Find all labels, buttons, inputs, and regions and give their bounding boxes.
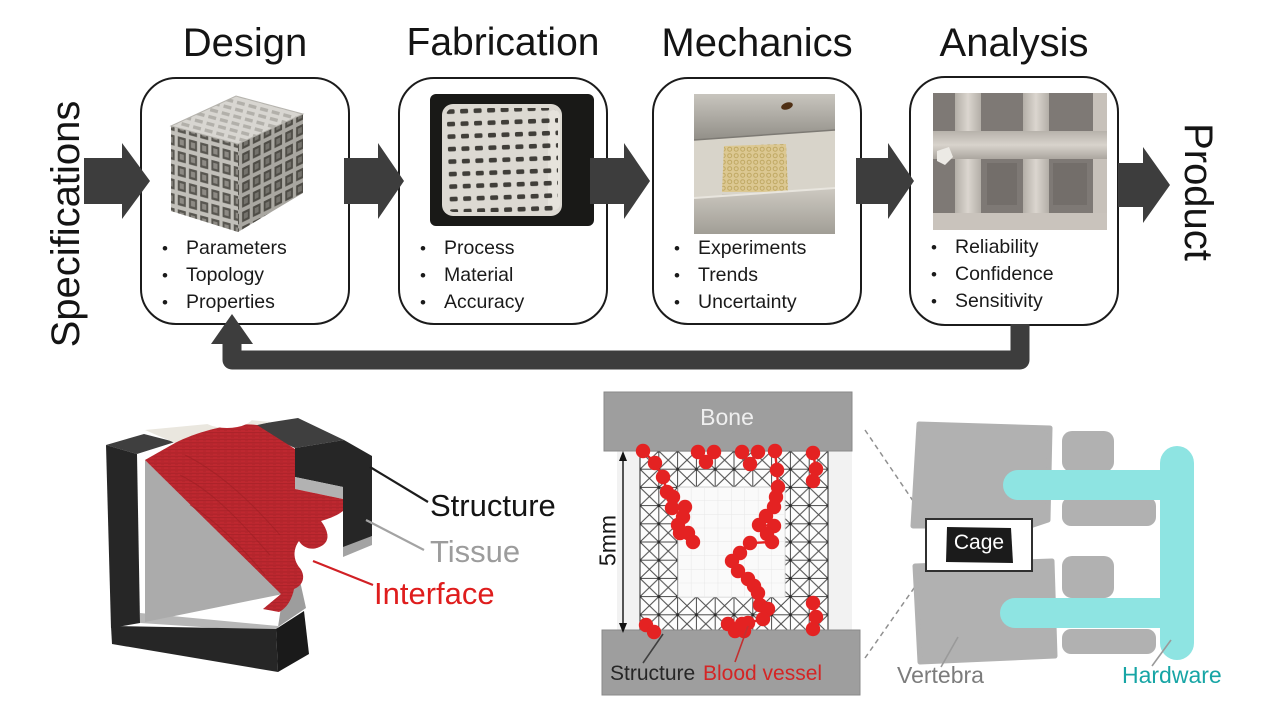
vertebra-shapes — [910, 421, 1156, 665]
printed-lattice-image — [430, 94, 594, 226]
bullet-icon: • — [162, 266, 168, 285]
bullet-icon: • — [420, 266, 426, 285]
list-item: • Uncertainty — [674, 291, 854, 318]
bottom-bone-bar — [601, 629, 861, 696]
bullet-label: Experiments — [698, 237, 807, 259]
stage-title-mechanics: Mechanics — [661, 21, 853, 65]
bone-lattice-diagram — [601, 391, 861, 696]
stage-title-analysis: Analysis — [939, 21, 1089, 65]
feedback-loop-line — [222, 324, 1030, 370]
bone-bar — [603, 391, 853, 452]
tissue-leader-line — [365, 519, 425, 551]
bullet-icon: • — [931, 238, 937, 257]
list-item: • Properties — [162, 291, 342, 318]
specifications-label: Specifications — [44, 100, 88, 348]
bullet-label: Sensitivity — [955, 290, 1043, 312]
lattice-closeup-image — [933, 93, 1107, 230]
interface-label: Interface — [374, 576, 495, 611]
list-item: • Trends — [674, 264, 854, 291]
bullet-label: Trends — [698, 264, 758, 286]
bullet-label: Uncertainty — [698, 291, 797, 313]
structure-leader-line — [369, 466, 429, 503]
hardware-label: Hardware — [1122, 662, 1222, 688]
arrow-right-icon — [856, 143, 914, 219]
structure-legend-label: Structure — [610, 662, 696, 685]
cage-block — [946, 527, 1013, 563]
stage-box-mechanics: • Experiments • Trends • Uncertainty — [652, 77, 862, 325]
cage-label: Cage — [953, 531, 1005, 554]
list-item: • Sensitivity — [931, 290, 1111, 317]
bullet-icon: • — [674, 239, 680, 258]
bullet-icon: • — [162, 239, 168, 258]
lattice-cube-image — [169, 95, 305, 232]
stage-title-fabrication: Fabrication — [406, 21, 600, 64]
hardware-rods — [1000, 446, 1194, 660]
interface-model-image — [106, 415, 429, 672]
hardware-leader-line — [1151, 639, 1172, 667]
bullet-label: Topology — [186, 264, 265, 286]
bullet-label: Confidence — [955, 263, 1054, 285]
list-item: • Experiments — [674, 237, 854, 264]
blood-vessels — [635, 443, 824, 640]
fabrication-bullet-list: • Process • Material • Accuracy — [420, 237, 600, 318]
stage-box-design: • Parameters • Topology • Properties — [140, 77, 350, 325]
list-item: • Accuracy — [420, 291, 600, 318]
bullet-icon: • — [931, 265, 937, 284]
stage-title-design: Design — [182, 21, 308, 65]
list-item: • Confidence — [931, 263, 1111, 290]
mechanics-bullet-list: • Experiments • Trends • Uncertainty — [674, 237, 854, 318]
design-bullet-list: • Parameters • Topology • Properties — [162, 237, 342, 318]
arrow-right-icon — [1118, 147, 1170, 223]
bullet-icon: • — [674, 293, 680, 312]
bullet-label: Accuracy — [444, 291, 525, 313]
vertebra-label: Vertebra — [897, 662, 984, 688]
compression-test-image — [694, 94, 835, 234]
list-item: • Process — [420, 237, 600, 264]
bullet-label: Material — [444, 264, 514, 286]
list-item: • Topology — [162, 264, 342, 291]
vertebra-leader-line — [940, 636, 959, 668]
stage-box-fabrication: • Process • Material • Accuracy — [398, 77, 608, 325]
list-item: • Parameters — [162, 237, 342, 264]
bone-label: Bone — [700, 404, 754, 430]
vessel-leader-line — [734, 625, 749, 663]
dimension-label: 5mm — [594, 514, 621, 567]
bullet-label: Reliability — [955, 236, 1039, 258]
bullet-label: Parameters — [186, 237, 287, 259]
list-item: • Material — [420, 264, 600, 291]
arrow-right-icon — [344, 143, 404, 219]
spine-cage-diagram — [864, 421, 1194, 668]
interface-leader-line — [312, 559, 374, 587]
bullet-icon: • — [420, 293, 426, 312]
stage-box-analysis: • Reliability • Confidence • Sensitivity — [909, 76, 1119, 326]
bullet-icon: • — [674, 266, 680, 285]
bullet-icon: • — [931, 292, 937, 311]
bullet-label: Process — [444, 237, 515, 259]
bullet-icon: • — [162, 293, 168, 312]
analysis-bullet-list: • Reliability • Confidence • Sensitivity — [931, 236, 1111, 317]
product-label: Product — [1176, 123, 1220, 261]
blood-vessel-legend-label: Blood vessel — [703, 662, 823, 685]
bullet-icon: • — [420, 239, 426, 258]
structure-label: Structure — [430, 488, 556, 523]
bullet-label: Properties — [186, 291, 275, 313]
tissue-label: Tissue — [430, 534, 521, 569]
structure-leader-line — [642, 633, 664, 664]
list-item: • Reliability — [931, 236, 1111, 263]
